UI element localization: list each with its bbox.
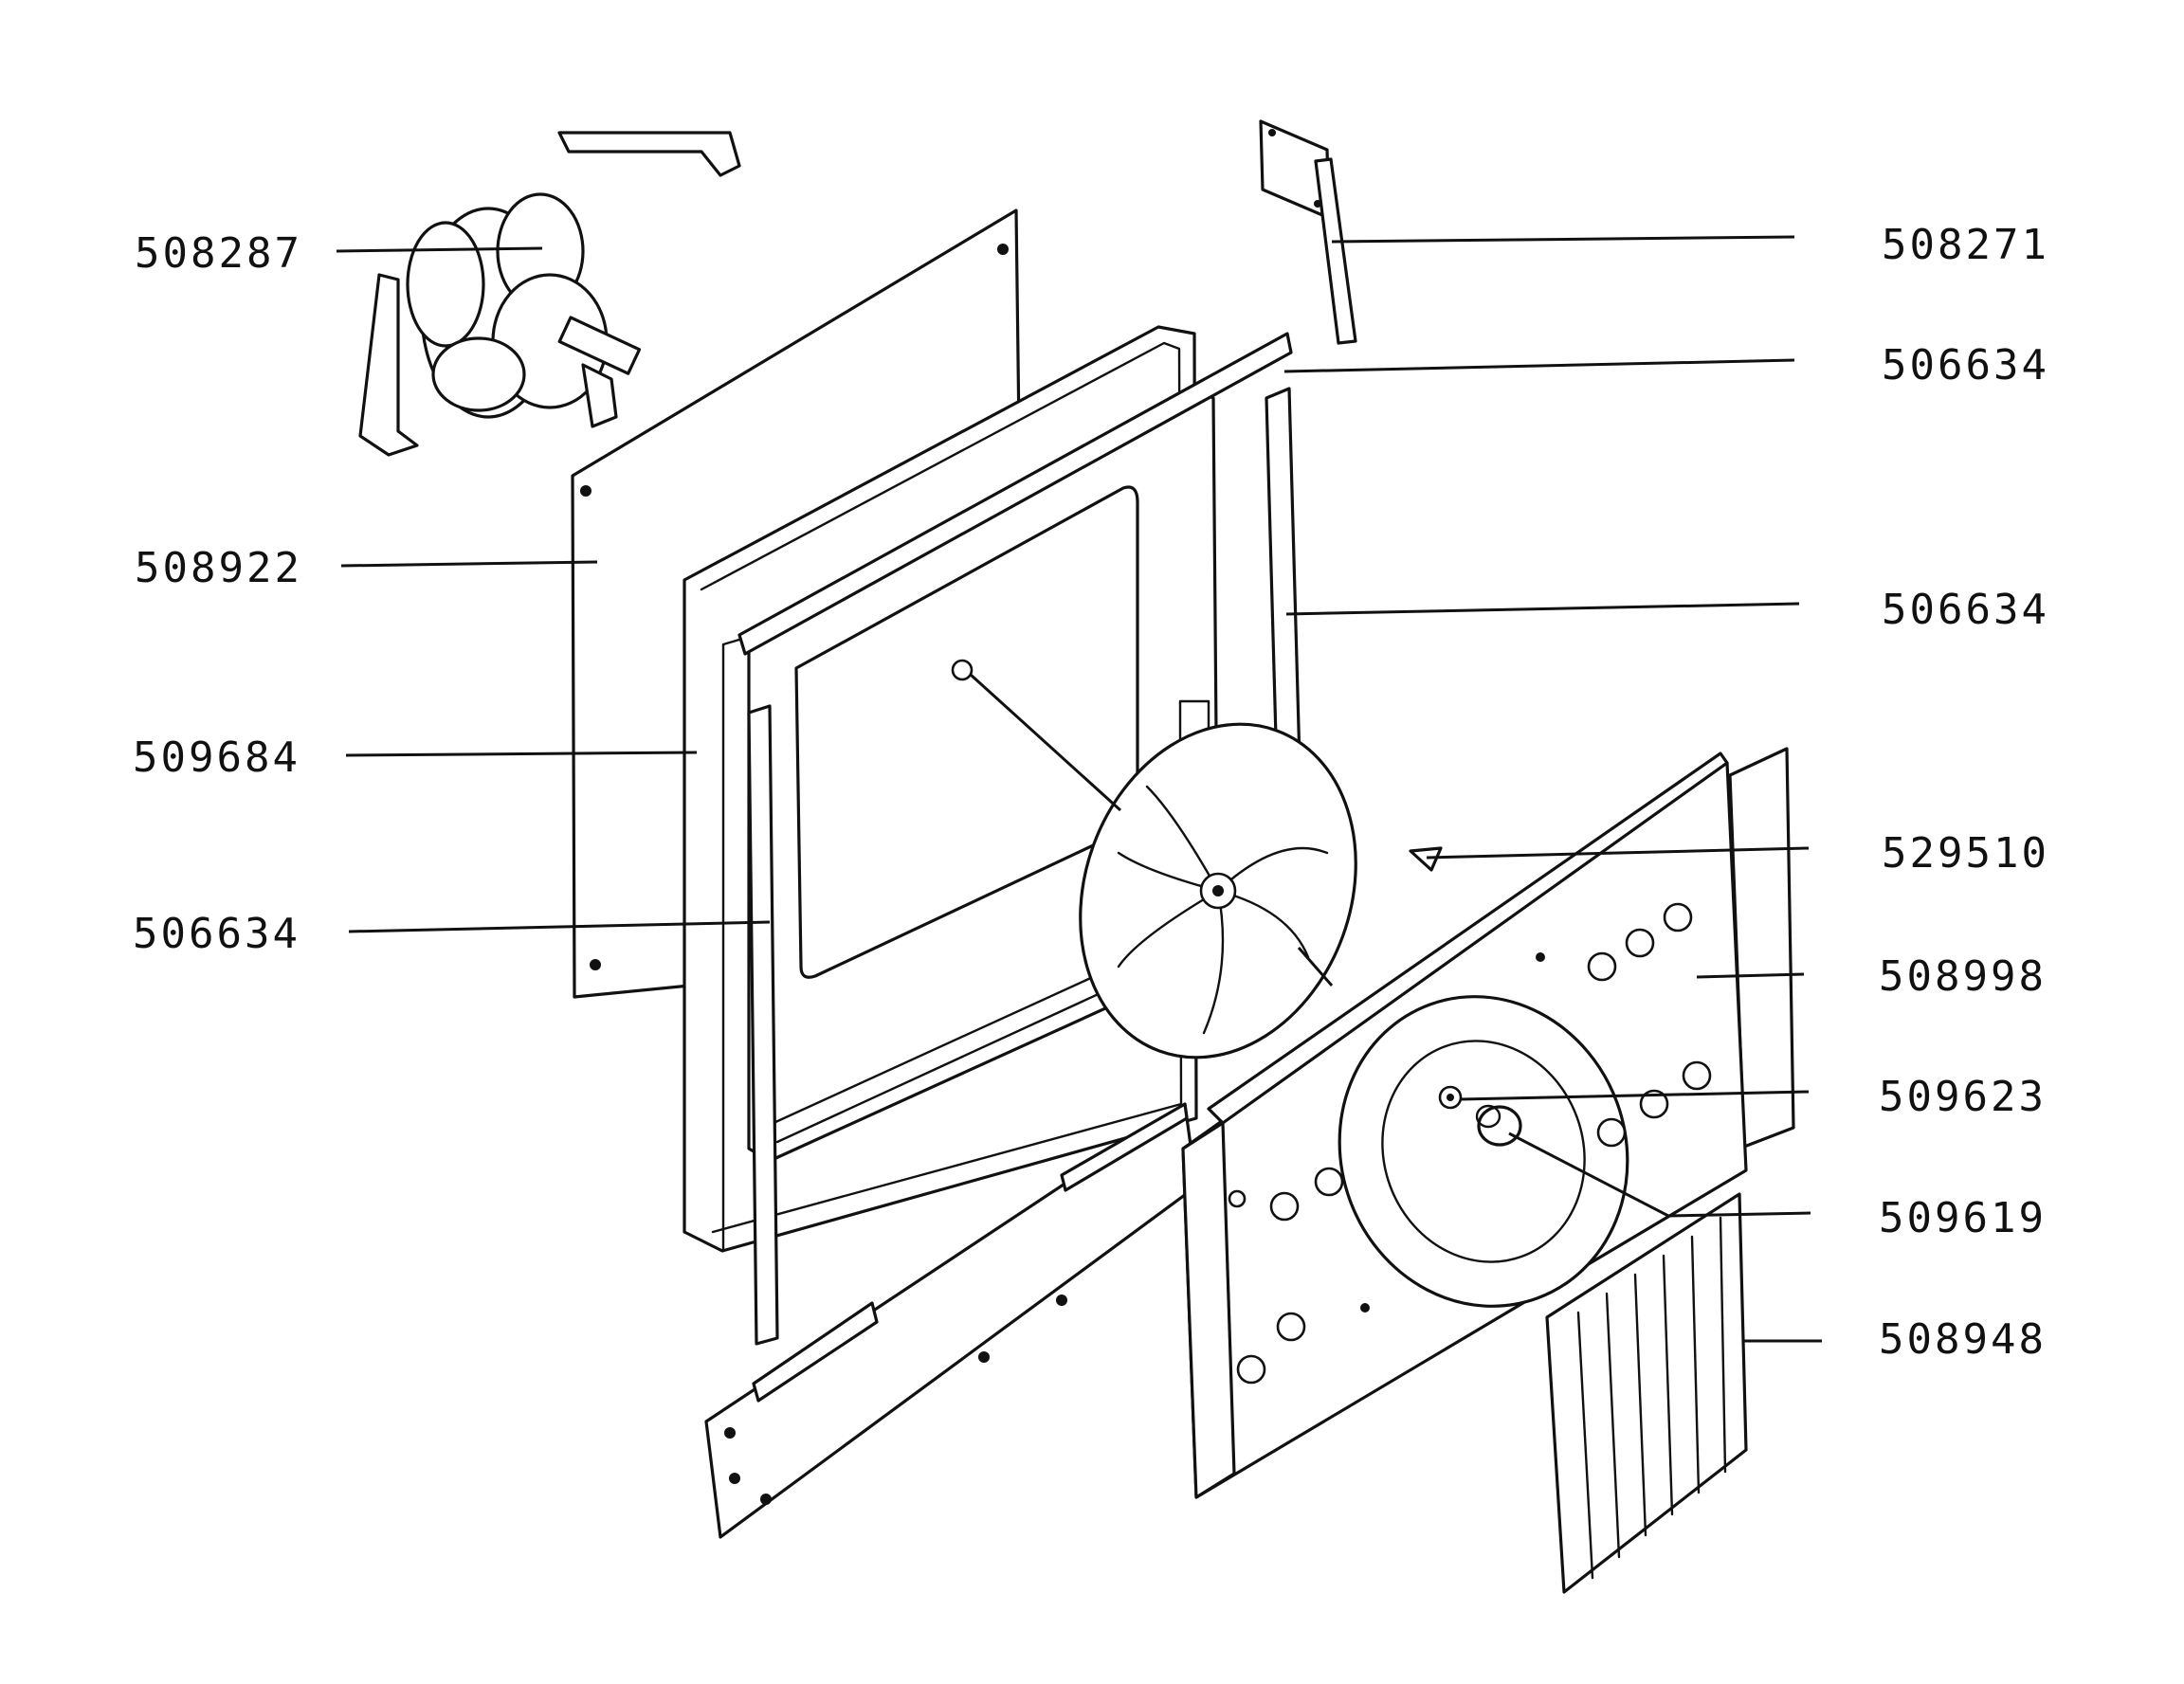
label-508998: 508998	[1879, 952, 2047, 1001]
bottom-strip	[704, 1102, 1198, 1539]
label-506634-left: 506634	[133, 910, 300, 958]
seal-left	[747, 704, 779, 1346]
leader-lines	[336, 235, 1822, 1343]
label-508922: 508922	[135, 544, 302, 592]
fan-motor	[358, 131, 741, 457]
label-508271: 508271	[1882, 221, 2049, 269]
seal-top	[737, 332, 1293, 656]
label-506634-right: 506634	[1882, 586, 2049, 634]
label-508948: 508948	[1879, 1315, 2047, 1364]
label-508287: 508287	[135, 229, 302, 278]
shelf-rack	[1545, 1192, 1748, 1594]
label-509619: 509619	[1879, 1194, 2047, 1242]
fan-cover-plate	[1181, 747, 1795, 1499]
washer	[1438, 1085, 1463, 1110]
nut	[1409, 846, 1443, 872]
spindle-nut	[1475, 1104, 1522, 1147]
label-509684: 509684	[133, 733, 300, 782]
label-506634-top: 506634	[1882, 341, 2049, 389]
switch	[1259, 119, 1357, 345]
label-529510: 529510	[1882, 829, 2049, 878]
label-509623: 509623	[1879, 1073, 2047, 1121]
fan-blade	[1079, 722, 1357, 1059]
rear-panel-stud	[951, 659, 974, 681]
